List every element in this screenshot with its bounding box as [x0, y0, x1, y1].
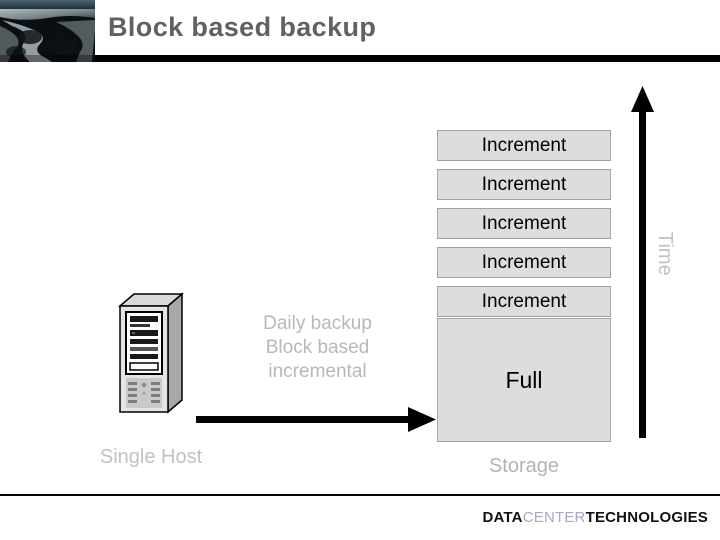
footer-divider [0, 494, 720, 496]
increment-box-label: Increment [481, 173, 567, 195]
storage-label: Storage [488, 455, 560, 477]
increment-box-1: Increment [437, 130, 611, 161]
increment-box-3: Increment [437, 208, 611, 239]
footer-logo-part-center: CENTER [522, 509, 586, 526]
footer-logo: DATACENTERTECHNOLOGIES [482, 509, 708, 526]
time-axis-label: Time [654, 232, 676, 276]
footer-logo-part-data: DATA [482, 509, 523, 526]
header-photo [0, 0, 95, 62]
backup-flow-arrow [196, 405, 436, 435]
backup-description-line-2: Block based [265, 337, 370, 358]
backup-description-line-3: incremental [268, 361, 367, 382]
time-axis-arrow [630, 86, 656, 438]
increment-box-label: Increment [481, 290, 567, 312]
increment-box-label: Increment [481, 212, 567, 234]
increment-box-4: Increment [437, 247, 611, 278]
right-arrow-icon [196, 407, 436, 432]
increment-box-5: Increment [437, 286, 611, 317]
single-host-label: Single Host [99, 446, 203, 468]
backup-description-line-1: Daily backup [263, 313, 372, 334]
up-arrow-icon [631, 86, 654, 438]
full-backup-label: Full [505, 366, 543, 393]
header-black-bar [95, 55, 720, 62]
footer-logo-part-technologies: TECHNOLOGIES [585, 509, 708, 526]
server-tower-icon [117, 292, 192, 416]
full-backup-box: Full [437, 318, 611, 442]
backup-description: Daily backup Block based incremental [215, 312, 420, 384]
page-title: Block based backup [108, 12, 377, 42]
river-delta-image [0, 0, 95, 62]
increment-box-label: Increment [481, 251, 567, 273]
increment-box-label: Increment [481, 134, 567, 156]
server-icon-glyph [117, 292, 185, 414]
increment-box-2: Increment [437, 169, 611, 200]
